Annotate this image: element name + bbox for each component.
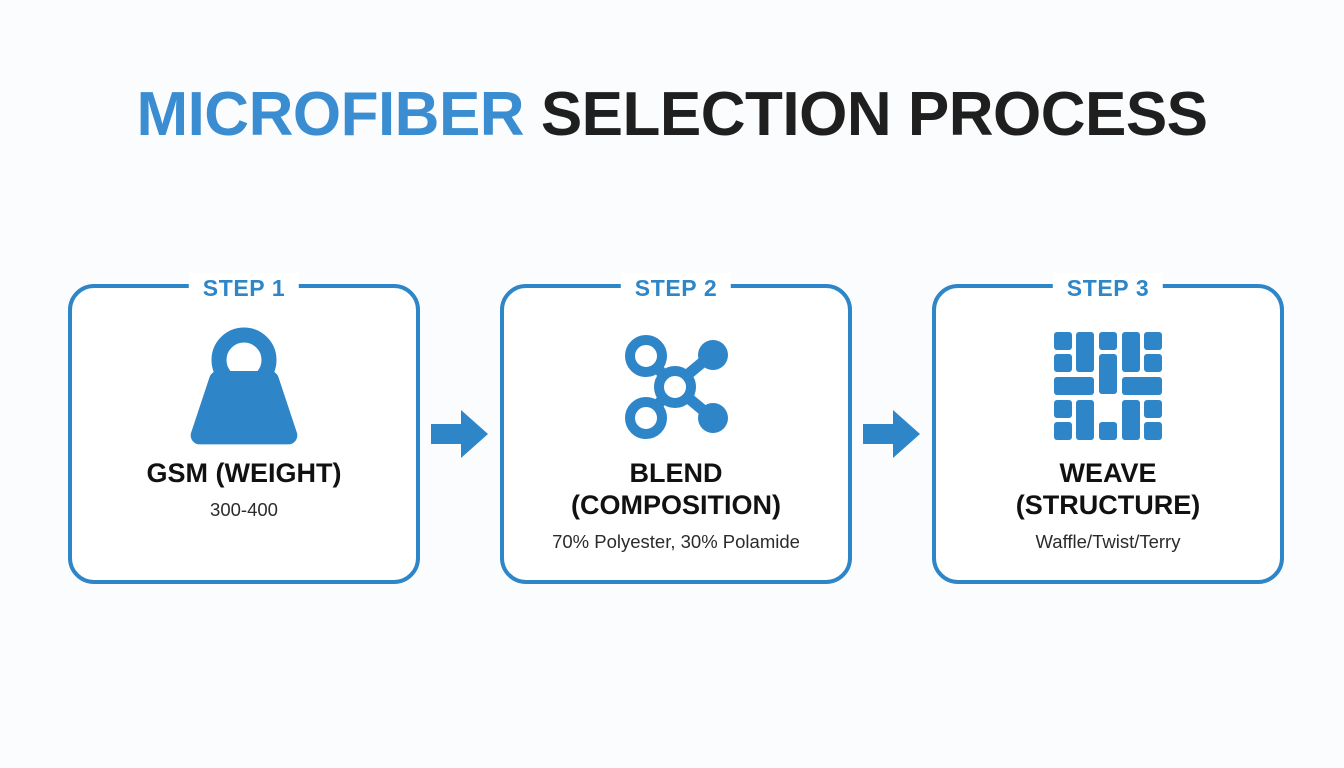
step-2-title-line2: (COMPOSITION) bbox=[571, 489, 781, 520]
weave-pattern-icon bbox=[1052, 326, 1164, 446]
step-3-label: STEP 3 bbox=[1052, 273, 1164, 303]
step-1-content: GSM (WEIGHT) 300-400 bbox=[72, 288, 416, 580]
step-2-subtitle: 70% Polyester, 30% Polamide bbox=[552, 530, 800, 552]
page-title: MICROFIBER SELECTION PROCESS bbox=[0, 84, 1344, 146]
step-3-subtitle: Waffle/Twist/Terry bbox=[1035, 530, 1181, 552]
page-title-accent: MICROFIBER bbox=[136, 80, 525, 149]
step-2-content: BLEND(COMPOSITION) 70% Polyester, 30% Po… bbox=[504, 288, 848, 580]
step-3-title: WEAVE(STRUCTURE) bbox=[1006, 458, 1210, 522]
arrow-right-icon-1 bbox=[428, 404, 492, 464]
step-1-subtitle: 300-400 bbox=[210, 498, 278, 520]
process-flow: STEP 1 GSM (WEIGHT) 300-400 STEP 2 bbox=[68, 273, 1284, 584]
step-2-title: BLEND(COMPOSITION) bbox=[561, 458, 791, 522]
step-3-title-line1: WEAVE bbox=[1059, 458, 1157, 488]
step-2-label: STEP 2 bbox=[620, 273, 732, 303]
step-3-title-line2: (STRUCTURE) bbox=[1015, 489, 1201, 520]
page-title-container: MICROFIBER SELECTION PROCESS bbox=[0, 84, 1344, 146]
molecule-icon bbox=[616, 326, 736, 446]
weight-icon bbox=[180, 326, 308, 446]
page-title-rest: SELECTION PROCESS bbox=[524, 80, 1208, 149]
step-2-title-line1: BLEND bbox=[629, 458, 723, 488]
step-1-title: GSM (WEIGHT) bbox=[146, 458, 342, 488]
step-card-2[interactable]: STEP 2 bbox=[500, 273, 852, 584]
step-3-content: WEAVE(STRUCTURE) Waffle/Twist/Terry bbox=[936, 288, 1280, 580]
arrow-right-icon-2 bbox=[860, 404, 924, 464]
step-card-1[interactable]: STEP 1 GSM (WEIGHT) 300-400 bbox=[68, 273, 420, 584]
step-card-3[interactable]: STEP 3 bbox=[932, 273, 1284, 584]
step-1-label: STEP 1 bbox=[188, 273, 300, 303]
